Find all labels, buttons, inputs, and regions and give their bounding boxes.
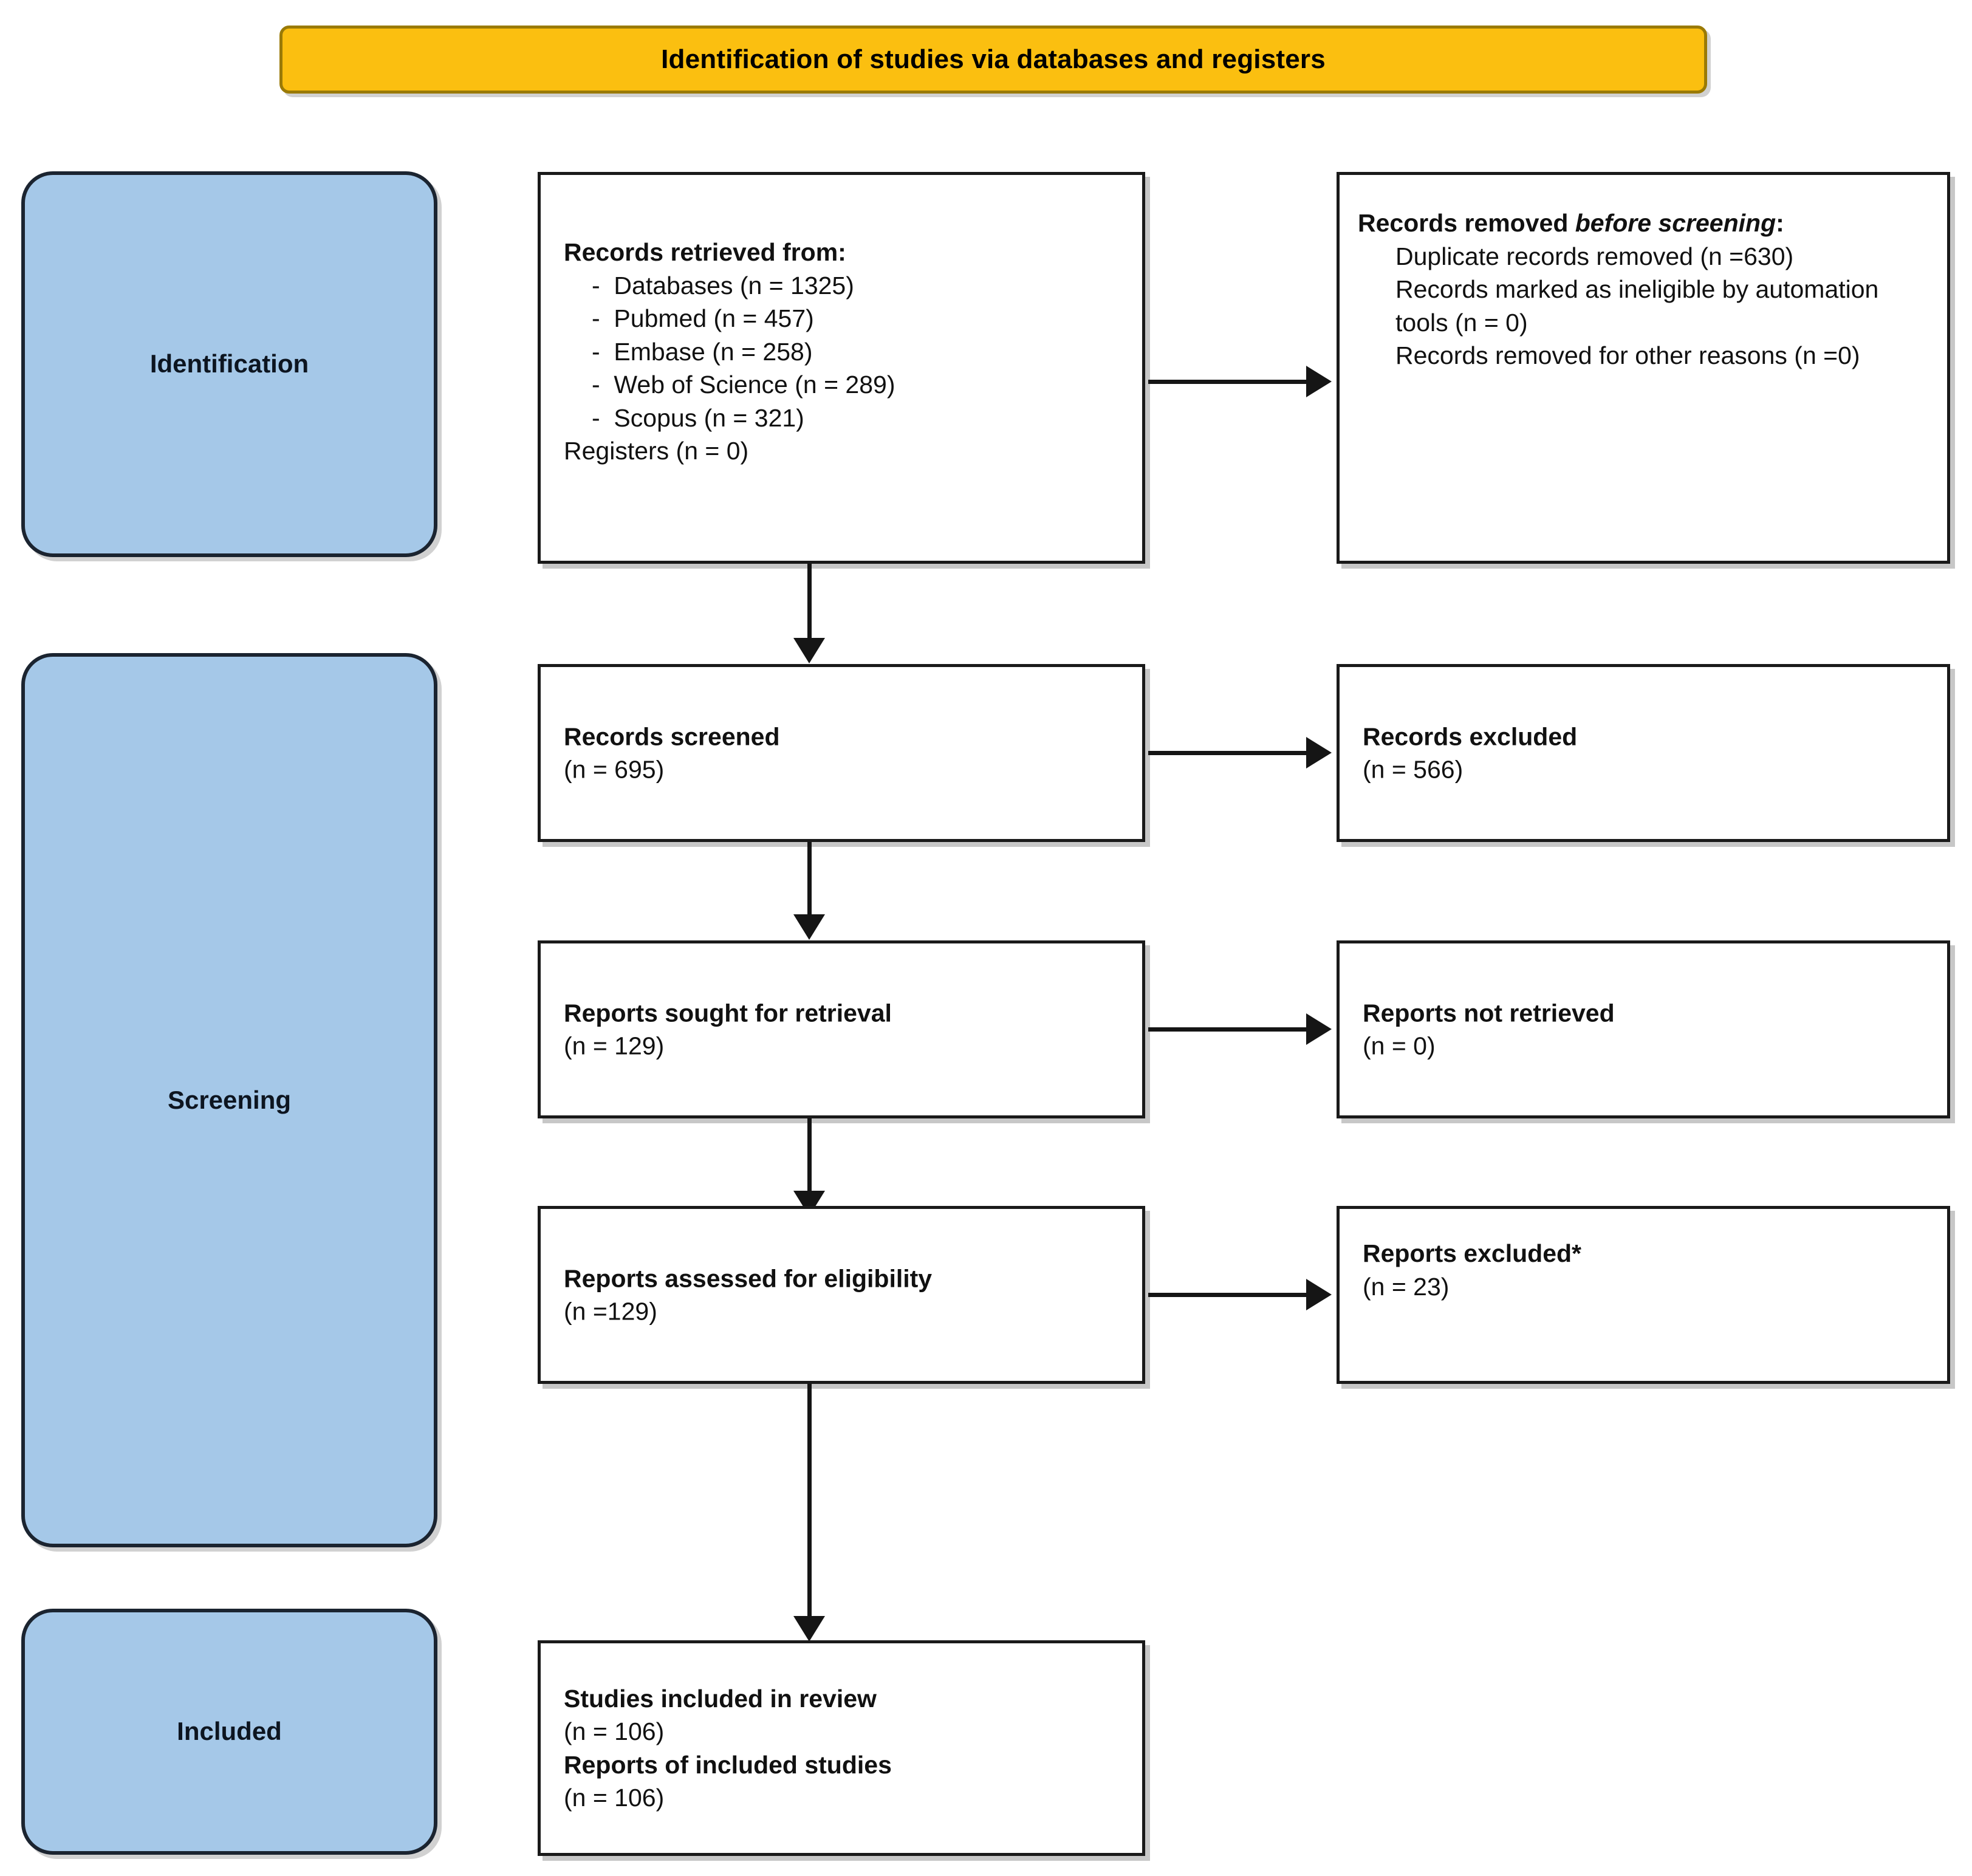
- records-removed-heading-colon: :: [1776, 209, 1784, 237]
- node-records-excluded: Records excluded (n = 566): [1337, 664, 1950, 842]
- node-records-removed: Records removed before screening: Duplic…: [1337, 172, 1950, 564]
- connector-screened-to-excluded: [1148, 751, 1307, 755]
- arrowhead-assessed-to-excluded: [1306, 1279, 1332, 1310]
- stage-label-included: Included: [177, 1717, 282, 1746]
- studies-included-heading: Studies included in review: [564, 1684, 877, 1713]
- stage-label-identification: Identification: [149, 349, 309, 378]
- node-records-screened: Records screened (n = 695): [538, 664, 1145, 842]
- records-retrieved-registers: Registers (n = 0): [564, 437, 749, 465]
- records-removed-heading: Records removed before screening:: [1358, 207, 1933, 240]
- arrowhead-screened-to-excluded: [1306, 737, 1332, 769]
- reports-excluded-heading: Reports excluded*: [1363, 1239, 1581, 1267]
- connector-sought-to-assessed: [807, 1118, 812, 1193]
- reports-assessed-count: (n =129): [564, 1297, 657, 1326]
- stage-included: Included: [21, 1609, 437, 1855]
- reports-not-retrieved-count: (n = 0): [1363, 1032, 1436, 1060]
- reports-assessed-heading: Reports assessed for eligibility: [564, 1264, 933, 1292]
- connector-retrieved-to-screened: [807, 564, 812, 640]
- connector-assessed-to-excluded: [1148, 1293, 1307, 1297]
- reports-sought-heading: Reports sought for retrieval: [564, 998, 892, 1027]
- stage-identification: Identification: [21, 171, 437, 557]
- connector-assessed-to-included: [807, 1384, 812, 1618]
- reports-of-included-count: (n = 106): [564, 1784, 665, 1812]
- records-screened-count: (n = 695): [564, 755, 665, 784]
- arrowhead-assessed-to-included: [793, 1616, 825, 1642]
- stage-screening: Screening: [21, 653, 437, 1547]
- records-removed-heading-emphasis: before screening: [1575, 209, 1776, 237]
- reports-excluded-count: (n = 23): [1363, 1272, 1450, 1301]
- records-retrieved-item: - Databases (n = 1325): [592, 271, 854, 300]
- records-excluded-heading: Records excluded: [1363, 722, 1578, 750]
- identification-banner: Identification of studies via databases …: [279, 26, 1707, 94]
- records-removed-item: Records marked as ineligible by automati…: [1395, 275, 1879, 337]
- records-screened-heading: Records screened: [564, 722, 780, 750]
- node-reports-excluded: Reports excluded* (n = 23): [1337, 1206, 1950, 1384]
- arrowhead-screened-to-sought: [793, 914, 825, 940]
- records-retrieved-item: - Embase (n = 258): [592, 337, 813, 366]
- node-studies-included: Studies included in review (n = 106) Rep…: [538, 1640, 1145, 1856]
- reports-of-included-heading: Reports of included studies: [564, 1750, 892, 1779]
- connector-retrieved-to-removed: [1148, 380, 1307, 384]
- node-reports-not-retrieved: Reports not retrieved (n = 0): [1337, 940, 1950, 1118]
- records-retrieved-item: - Scopus (n = 321): [592, 403, 804, 432]
- stage-label-screening: Screening: [167, 1085, 292, 1114]
- records-retrieved-heading: Records retrieved from:: [564, 238, 846, 266]
- records-removed-item: Duplicate records removed (n =630): [1395, 242, 1794, 270]
- records-removed-heading-part1: Records removed: [1358, 209, 1575, 237]
- arrowhead-sought-to-not-retrieved: [1306, 1013, 1332, 1045]
- records-removed-item: Records removed for other reasons (n =0): [1395, 341, 1860, 370]
- node-reports-sought: Reports sought for retrieval (n = 129): [538, 940, 1145, 1118]
- arrowhead-retrieved-to-screened: [793, 638, 825, 663]
- reports-not-retrieved-heading: Reports not retrieved: [1363, 998, 1615, 1027]
- connector-screened-to-sought: [807, 842, 812, 916]
- records-excluded-count: (n = 566): [1363, 755, 1464, 784]
- banner-title: Identification of studies via databases …: [661, 44, 1326, 74]
- reports-sought-count: (n = 129): [564, 1032, 665, 1060]
- connector-sought-to-not-retrieved: [1148, 1027, 1307, 1032]
- arrowhead-retrieved-to-removed: [1306, 366, 1332, 397]
- studies-included-count: (n = 106): [564, 1717, 665, 1745]
- records-retrieved-item: - Pubmed (n = 457): [592, 304, 814, 333]
- records-retrieved-item: - Web of Science (n = 289): [592, 371, 895, 399]
- node-reports-assessed: Reports assessed for eligibility (n =129…: [538, 1206, 1145, 1384]
- node-records-retrieved: Records retrieved from: - Databases (n =…: [538, 172, 1145, 564]
